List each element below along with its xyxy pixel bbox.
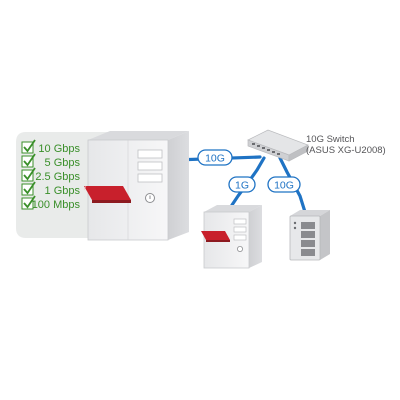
svg-text:2.5 Gbps: 2.5 Gbps <box>35 171 80 183</box>
speed-item: 1 Gbps <box>21 181 81 197</box>
network-card-icon <box>83 185 131 203</box>
network-switch-icon <box>247 129 309 162</box>
tower-pc-icon <box>87 131 189 241</box>
link-label-nas: 10G <box>267 176 301 193</box>
speed-list: 10 Gbps 5 Gbps 2.5 Gbps 1 Gbps 100 Mbps <box>21 139 81 211</box>
svg-text:10 Gbps: 10 Gbps <box>38 143 80 155</box>
switch-title: 10G Switch <box>306 134 355 145</box>
checkmark-icon <box>23 195 36 209</box>
svg-text:100 Mbps: 100 Mbps <box>32 199 81 211</box>
checkmark-icon <box>23 153 36 167</box>
speed-item: 100 Mbps <box>21 195 81 211</box>
link-label-small-pc: 1G <box>228 176 256 193</box>
speed-item: 5 Gbps <box>21 153 81 169</box>
svg-text:1 Gbps: 1 Gbps <box>45 185 81 197</box>
speed-item: 10 Gbps <box>21 139 80 155</box>
checkmark-icon <box>23 139 36 153</box>
small-tower-pc-icon <box>201 205 262 269</box>
link-label-main-pc: 10G <box>197 149 233 166</box>
switch-model: (ASUS XG-U2008) <box>306 145 386 156</box>
svg-text:10G: 10G <box>205 153 225 165</box>
speed-item: 2.5 Gbps <box>21 167 80 183</box>
svg-text:5 Gbps: 5 Gbps <box>45 157 81 169</box>
svg-text:10G: 10G <box>274 180 294 192</box>
checkmark-icon <box>23 167 36 181</box>
checkmark-icon <box>23 181 36 195</box>
nas-storage-icon <box>289 210 330 261</box>
svg-text:1G: 1G <box>235 180 249 192</box>
